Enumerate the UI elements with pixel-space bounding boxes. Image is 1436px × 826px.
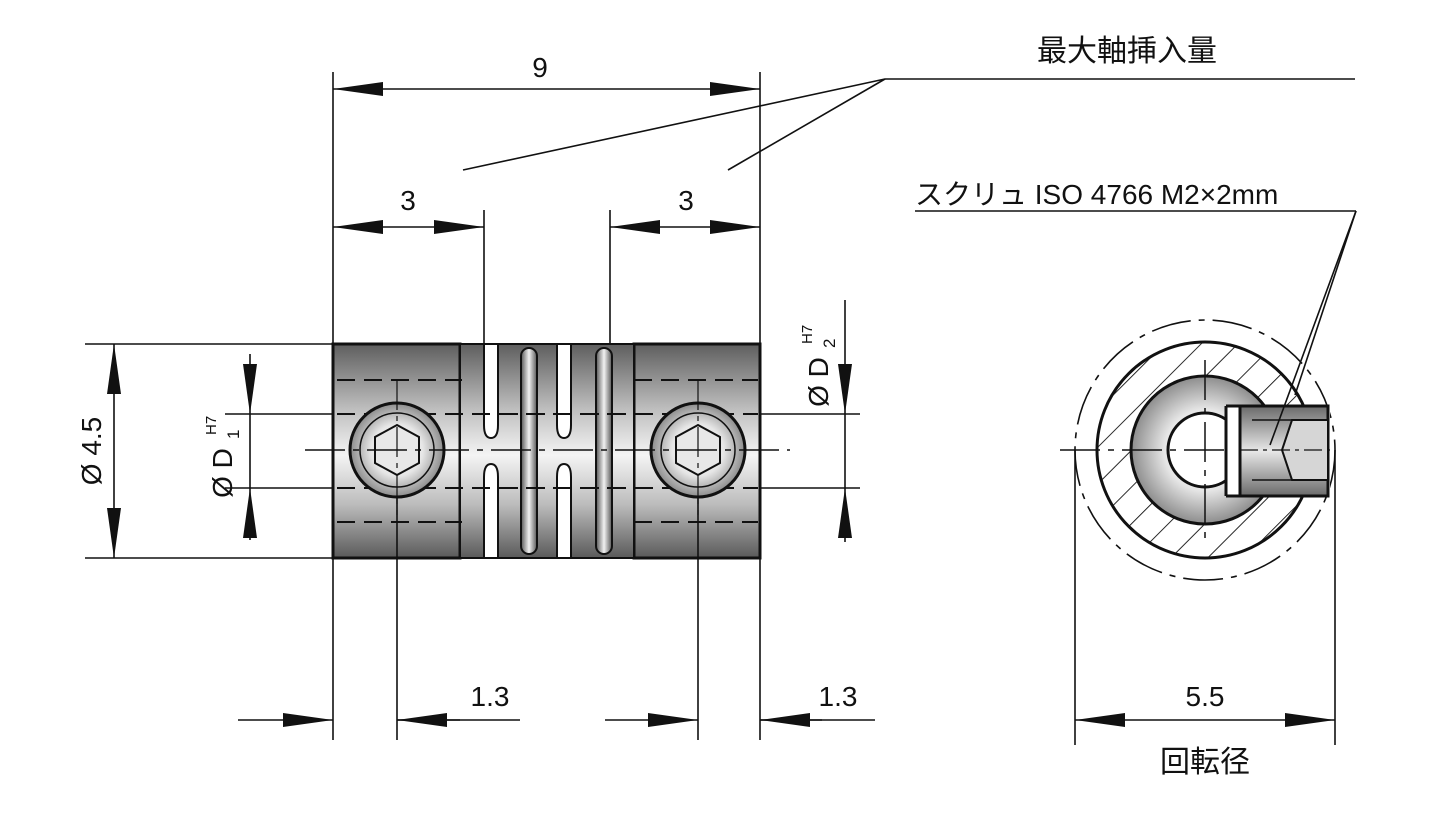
slotted-section [459,343,635,559]
side-view [305,342,790,560]
dimension-labels-side: 9 3 3 Ø 4.5 Ø D 1 H7 Ø D 2 H7 1.3 1.3 最大… [76,35,1217,712]
bore2-subscript: 2 [820,339,839,348]
dim-screw-pos-left: 1.3 [471,681,510,712]
bore1-prefix: Ø D [207,448,238,498]
bore1-subscript: 1 [224,430,243,439]
dim-bore1: Ø D 1 H7 [203,416,243,498]
label-screw-spec: スクリュ ISO 4766 M2×2mm [915,179,1278,210]
bore1-tolerance: H7 [203,416,220,435]
bore2-tolerance: H7 [799,325,816,344]
dim-overall-length: 9 [532,52,548,83]
dim-bore2: Ø D 2 H7 [799,325,839,407]
dim-rotation-diameter: 5.5 [1186,681,1225,712]
dim-screw-pos-right: 1.3 [819,681,858,712]
bore2-prefix: Ø D [803,357,834,407]
dimensions-end [915,210,1357,745]
label-rotation-diameter: 回転径 [1160,746,1250,779]
hidden-lines [337,379,758,523]
end-view [1060,319,1336,581]
dim-insertion-left: 3 [400,185,416,216]
label-max-insertion: 最大軸挿入量 [1037,35,1217,68]
dim-outer-diameter: Ø 4.5 [76,417,107,485]
dimension-labels-end: 5.5 回転径 スクリュ ISO 4766 M2×2mm [915,179,1278,779]
dim-insertion-right: 3 [678,185,694,216]
dimensions-side [85,72,1355,740]
set-screw [1224,404,1330,498]
